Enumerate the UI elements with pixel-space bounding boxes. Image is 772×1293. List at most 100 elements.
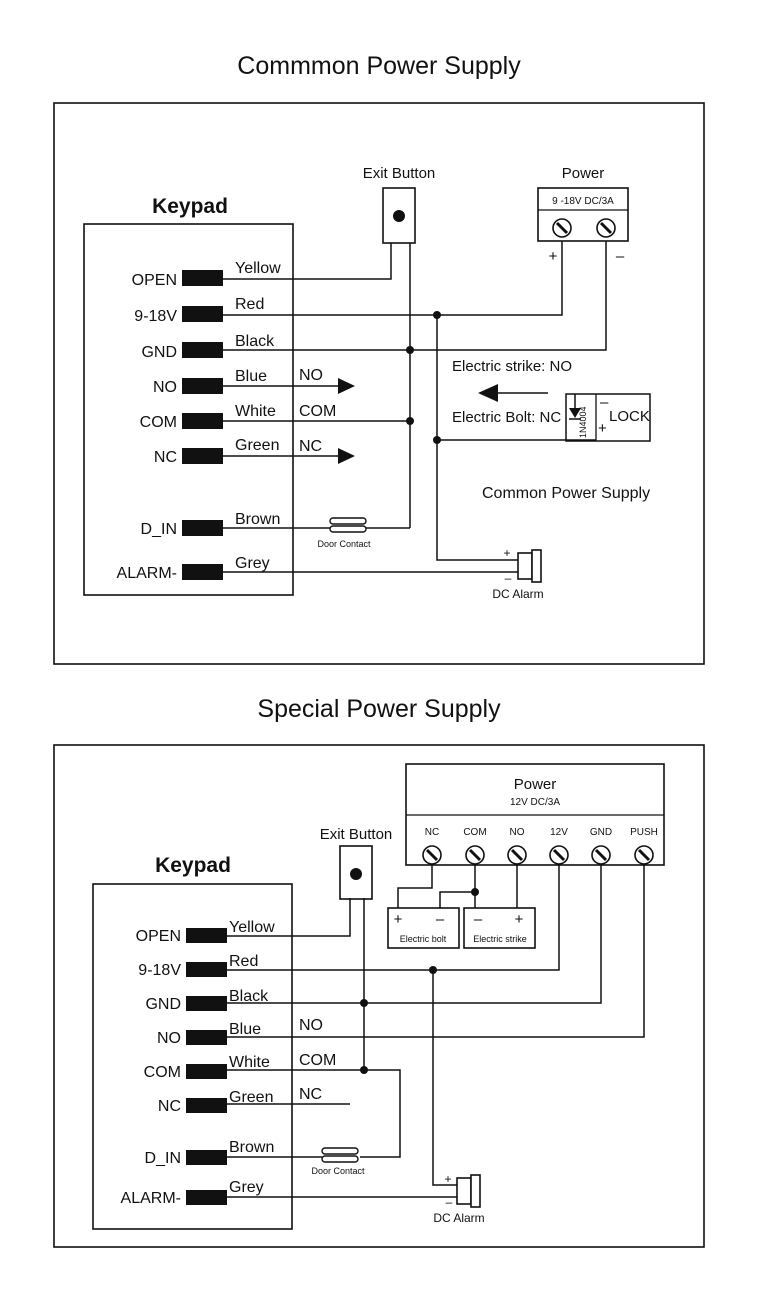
terminal-label-alarm: ALARM- [117,565,177,582]
terminal2-label-d-in: D_IN [145,1150,181,1167]
wire-color-green: Green [235,437,279,454]
terminal-pad-power [182,306,223,322]
power-terminal-12v: 12V [550,827,568,838]
bolt-plus: + [394,911,403,928]
section2-terminals: OPEN 9-18V GND NO COM NC D_IN ALARM- Yel… [121,919,337,1207]
wire-color-red: Red [235,296,264,313]
output2-tag-no: NO [299,1017,323,1034]
bolt-minus: – [436,911,445,928]
section1-exit-button-label: Exit Button [363,165,436,182]
power-terminal-push: PUSH [630,827,658,838]
wire2-color-green: Green [229,1089,273,1106]
wire-color-grey: Grey [235,555,270,572]
terminal2-pad-alarm [186,1190,227,1205]
wire-color-white: White [235,403,276,420]
terminal2-label-gnd: GND [145,996,181,1013]
wire-color-black: Black [235,333,275,350]
wire2-color-white: White [229,1054,270,1071]
diode-label: 1N4004 [578,406,588,438]
terminal2-label-nc: NC [158,1098,181,1115]
terminal2-label-com: COM [144,1064,181,1081]
terminal-pad-d-in [182,520,223,536]
terminal2-label-open: OPEN [136,928,181,945]
section1-title: Commmon Power Supply [237,52,521,80]
electric-strike-box [463,907,536,949]
section2-exit-button-dot [350,868,362,880]
terminal2-pad-no [186,1030,227,1045]
section1-door-contact-label: Door Contact [317,539,371,549]
section2-frame [53,744,705,1248]
section2-exit-button [339,845,373,900]
section1-dc-alarm-icon [517,549,542,583]
terminal2-pad-nc [186,1098,227,1113]
section2-keypad-box [92,883,293,1230]
section1-exit-button-dot [393,210,405,222]
section1-exit-button [382,187,416,244]
terminal2-pad-power [186,962,227,977]
electric-bolt-label: Electric bolt [400,934,447,944]
terminal-label-com: COM [140,414,177,431]
section2-keypad-title: Keypad [155,854,231,877]
section1-door-contact-icon [329,517,367,533]
strike-plus: + [515,911,524,928]
terminal-pad-com [182,413,223,429]
terminal2-pad-com [186,1064,227,1079]
wire-color-yellow: Yellow [235,260,281,277]
section2-title: Special Power Supply [257,695,501,723]
terminal-label-power: 9-18V [134,308,177,325]
diode-icon [569,408,581,418]
electric-strike-label: Electric strike: NO [452,358,572,375]
power-terminal-no: NO [510,827,525,838]
section1-wires [223,241,607,573]
strike-minus: – [474,911,483,928]
section2-dc-alarm-label: DC Alarm [433,1211,484,1225]
terminal2-label-power: 9-18V [138,962,181,979]
terminal-pad-nc [182,448,223,464]
terminal-label-no: NO [153,379,177,396]
terminal2-pad-d-in [186,1150,227,1165]
lock-label: LOCK [609,408,650,425]
section1-keypad-box [83,223,294,596]
electric-bolt-box [387,907,460,949]
section2-dc-alarm-icon [456,1174,481,1208]
section2-door-contact-icon [321,1147,359,1163]
section1-keypad-title: Keypad [152,195,228,218]
power-terminal-nc: NC [425,827,439,838]
terminal-label-gnd: GND [141,344,177,361]
wire-color-brown: Brown [235,511,280,528]
section2-alarm-minus: – [446,1195,453,1209]
wire2-color-black: Black [229,988,269,1005]
terminal2-label-alarm: ALARM- [121,1190,181,1207]
electric-strike-label: Electric strike [473,934,527,944]
wire2-color-brown: Brown [229,1139,274,1156]
section1-alarm-minus: – [505,571,512,585]
power-terminal-com: COM [463,827,486,838]
lock-plus: + [598,420,607,437]
lock-minus: – [600,394,609,411]
wire2-color-yellow: Yellow [229,919,275,936]
wire2-color-grey: Grey [229,1179,264,1196]
terminal-pad-gnd [182,342,223,358]
section1-power-plus: + [549,248,558,265]
output-tag-no: NO [299,367,323,384]
section1-power-block [537,187,629,242]
section1-power-title: Power [562,165,605,182]
section2-power-terminals: NC COM NO 12V GND PUSH [421,827,658,866]
wire2-color-red: Red [229,953,258,970]
section1-power-minus: – [616,248,625,265]
terminal-pad-open [182,270,223,286]
section1-dc-alarm-label: DC Alarm [492,587,543,601]
terminal2-pad-open [186,928,227,943]
section1-power-rating: 9 -18V DC/3A [552,196,614,207]
section1-frame [53,102,705,665]
terminal-pad-alarm [182,564,223,580]
output2-tag-nc: NC [299,1086,322,1103]
terminal-label-nc: NC [154,449,177,466]
common-power-supply-label: Common Power Supply [482,485,650,502]
section2-wires [227,864,645,1198]
terminal-pad-no [182,378,223,394]
electric-bolt-label: Electric Bolt: NC [452,409,561,426]
arrow-left-icon [478,384,498,402]
terminal-label-open: OPEN [132,272,177,289]
